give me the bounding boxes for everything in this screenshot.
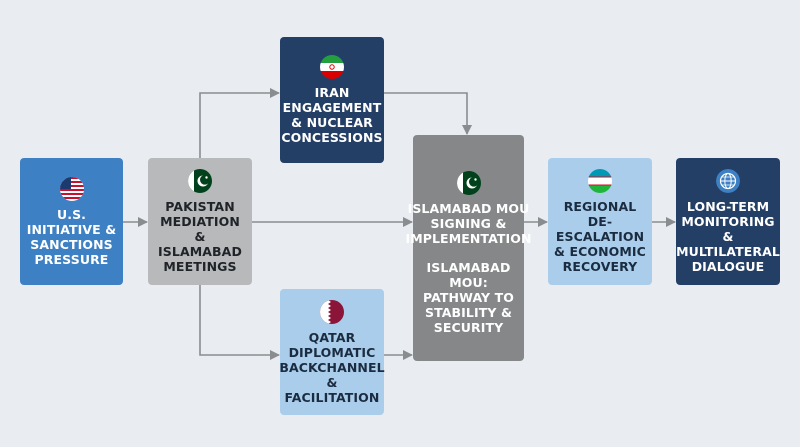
node-iran-engagement: IRAN ENGAGEMENT & NUCLEAR CONCESSIONS xyxy=(280,37,384,163)
node-regional-label: REGIONAL DE-ESCALATION & ECONOMIC RECOVE… xyxy=(554,199,646,274)
node-mou-subtitle: ISLAMABAD MoU: PATHWAY TO STABILITY & SE… xyxy=(423,260,514,335)
node-pakistan-mediation: PAKISTAN MEDIATION & ISLAMABAD MEETINGS xyxy=(148,158,252,285)
globe-icon xyxy=(716,169,740,193)
arrow-pakistan-to-iran xyxy=(199,88,280,158)
node-qatar-backchannel: QATAR DIPLOMATIC BACKCHANNEL & FACILITAT… xyxy=(279,289,385,415)
node-islamabad-mou: ISLAMABAD MoU SIGNING & IMPLEMENTATION I… xyxy=(405,135,531,361)
node-qatar-label: QATAR DIPLOMATIC BACKCHANNEL & FACILITAT… xyxy=(279,329,385,405)
qatar-flag-icon xyxy=(320,299,344,324)
node-longterm-label: LONG-TERM MONITORING & MULTILATERAL DIAL… xyxy=(676,199,780,274)
node-pakistan-label: PAKISTAN MEDIATION & ISLAMABAD MEETINGS xyxy=(158,199,242,274)
us-flag-icon xyxy=(59,176,84,201)
arrow-iran-to-mou xyxy=(384,92,472,135)
iran-flag-icon xyxy=(320,55,344,79)
pakistan-flag-icon xyxy=(188,169,212,193)
node-regional-deescalation: REGIONAL DE-ESCALATION & ECONOMIC RECOVE… xyxy=(548,158,652,285)
arrow-pakistan-to-qatar xyxy=(199,285,280,360)
node-mou-label: ISLAMABAD MoU SIGNING & IMPLEMENTATION xyxy=(405,201,532,246)
pakistan-flag-icon xyxy=(456,171,481,195)
uzbekistan-flag-icon xyxy=(588,169,612,193)
node-iran-label: IRAN ENGAGEMENT & NUCLEAR CONCESSIONS xyxy=(281,85,383,145)
node-us-label: U.S. INITIATIVE & SANCTIONS PRESSURE xyxy=(26,206,117,267)
node-us-initiative: U.S. INITIATIVE & SANCTIONS PRESSURE xyxy=(20,158,123,285)
node-longterm-monitoring: LONG-TERM MONITORING & MULTILATERAL DIAL… xyxy=(676,158,780,285)
